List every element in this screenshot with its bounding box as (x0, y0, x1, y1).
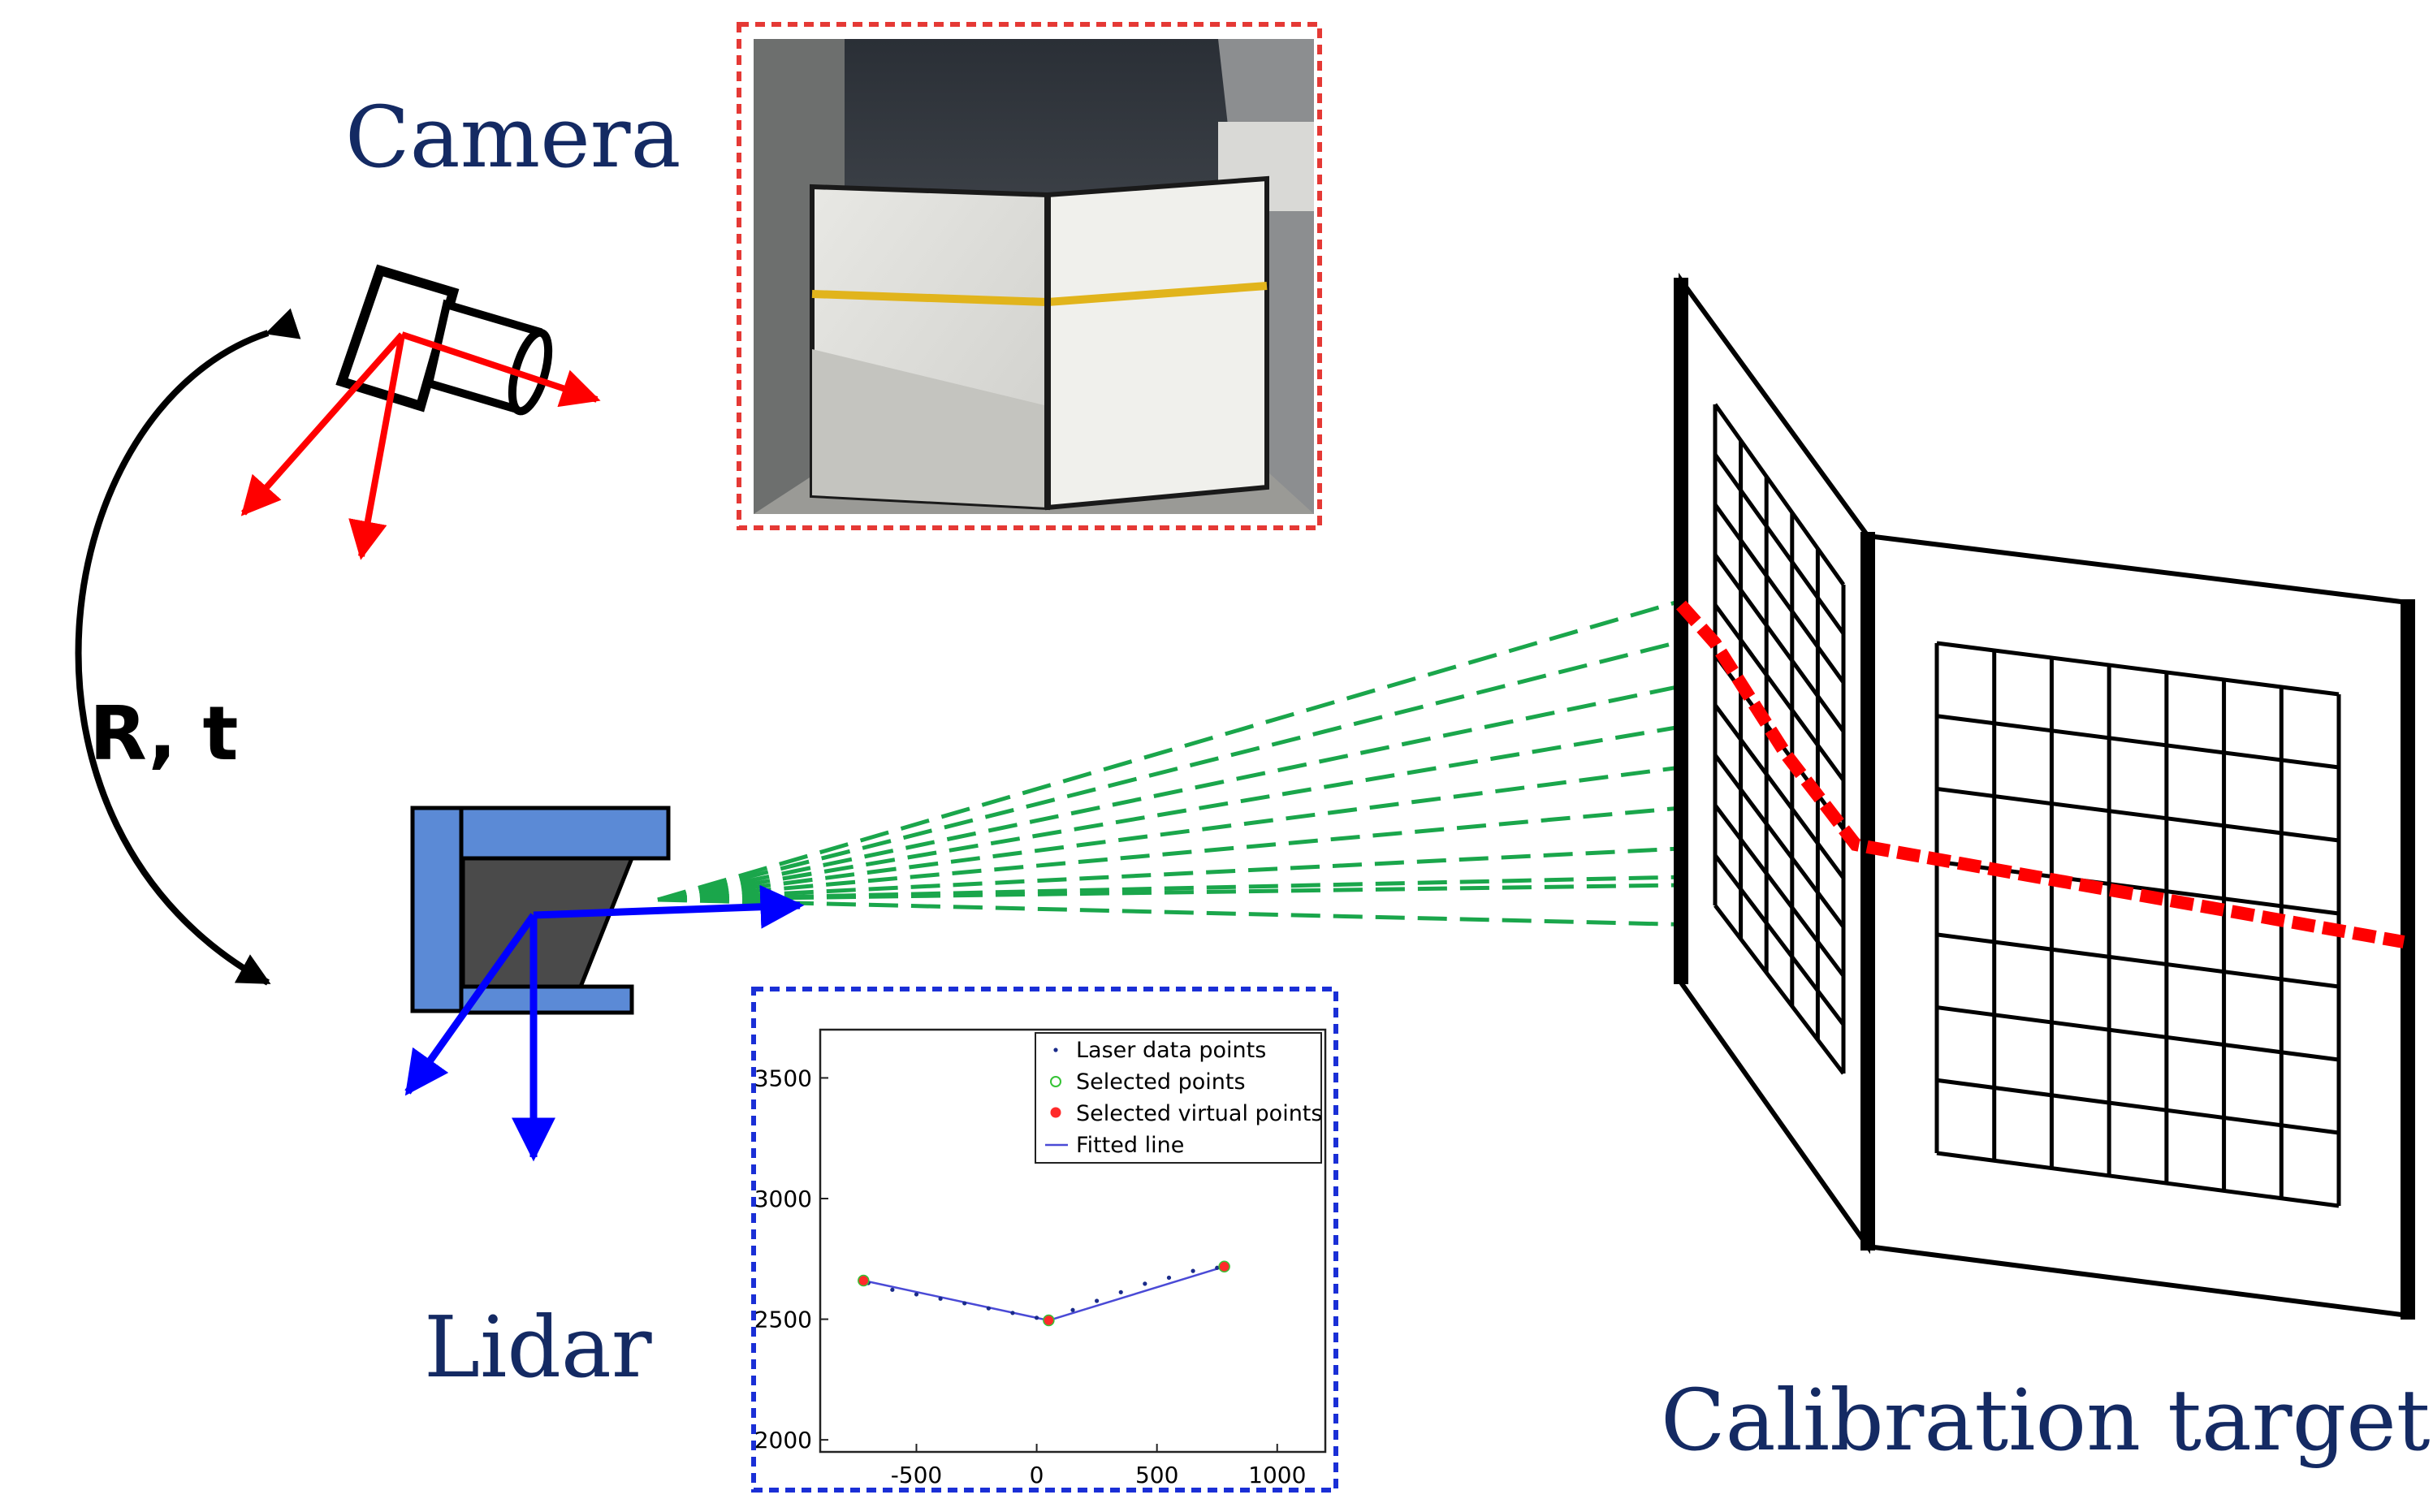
laser-data-point (986, 1306, 991, 1311)
x-tick-label: 1000 (1248, 1462, 1306, 1488)
laser-ray (657, 765, 1682, 902)
laser-ray (657, 639, 1682, 902)
calibration-target (1674, 272, 2415, 1320)
laser-ray (657, 684, 1682, 902)
grid-line (1936, 1151, 2340, 1208)
laser-data-point (962, 1301, 967, 1306)
laser-scan-plot-inset: -500 0 500 1000 2000 2500 3000 3500 Laser data … (751, 987, 1338, 1493)
laser-data-point (914, 1292, 919, 1297)
x-tick-label: 500 (1135, 1462, 1178, 1488)
laser-ray (657, 846, 1682, 902)
laser-ray (657, 598, 1682, 902)
grid-line (1936, 786, 2340, 843)
virtual-point (1218, 1260, 1230, 1273)
grid-line (1936, 1005, 2340, 1062)
camera-image-inset (737, 22, 1322, 530)
grid-line (1713, 804, 1845, 978)
laser-ray (657, 870, 1869, 902)
grid-line (1936, 932, 2340, 989)
legend-entry: Laser data points (1076, 1038, 1266, 1063)
curved-double-arrow-icon (75, 308, 301, 986)
laser-data-point (890, 1287, 895, 1292)
laser-data-point (1095, 1298, 1100, 1303)
legend-entry: Fitted line (1076, 1133, 1184, 1158)
grid-line (1936, 714, 2340, 770)
camera-icon (240, 264, 601, 560)
x-tick-label: -500 (891, 1462, 943, 1488)
y-tick-label: 3500 (754, 1065, 812, 1091)
x-tick-label: 0 (1030, 1462, 1044, 1488)
chart-legend: Laser data points Selected points Select… (1035, 1032, 1322, 1164)
grid-line (1713, 853, 1845, 1026)
laser-data-point (1191, 1268, 1195, 1273)
lidar-label: Lidar (424, 1298, 652, 1397)
laser-ray (657, 806, 1682, 902)
laser-data-point (1143, 1281, 1147, 1286)
grid-line (1713, 603, 1846, 782)
virtual-point (858, 1274, 870, 1287)
laser-data-point (1010, 1311, 1015, 1315)
grid-line (1713, 553, 1846, 733)
lidar-axes (404, 884, 805, 1162)
y-tick-label: 3000 (754, 1186, 812, 1212)
grid-line (1713, 453, 1846, 635)
laser-data-point (1166, 1275, 1172, 1281)
grid-line (1713, 904, 1845, 1075)
legend-entry: Selected points (1076, 1069, 1246, 1095)
target-left-panel (1679, 272, 1870, 1255)
camera-image-thumbnail (754, 39, 1314, 514)
virtual-point (1043, 1314, 1055, 1327)
laser-hit-line (1676, 600, 2405, 948)
grid-line (1713, 403, 1846, 586)
laser-rays (657, 598, 2405, 944)
laser-data-point (1215, 1265, 1220, 1270)
calibration-target-label: Calibration target (1661, 1371, 2431, 1470)
target-right-checkerboard (1934, 641, 2341, 1208)
y-tick-label: 2500 (754, 1307, 812, 1333)
laser-data-point (938, 1296, 943, 1301)
grid-line (1713, 754, 1846, 928)
transform-label: R, t (89, 690, 239, 777)
laser-data-point (1034, 1315, 1039, 1320)
grid-line (1936, 1078, 2340, 1135)
laser-data-point (1118, 1290, 1123, 1294)
camera-label: Camera (345, 88, 681, 187)
grid-line (1936, 641, 2340, 697)
laser-data-point (1070, 1307, 1075, 1312)
grid-line (1713, 703, 1846, 879)
laser-ray (657, 724, 1682, 902)
target-left-checkerboard (1713, 403, 1846, 1075)
y-tick-label: 2000 (754, 1427, 812, 1454)
legend-entry: Selected virtual points (1076, 1101, 1322, 1126)
grid-line (1713, 503, 1846, 684)
